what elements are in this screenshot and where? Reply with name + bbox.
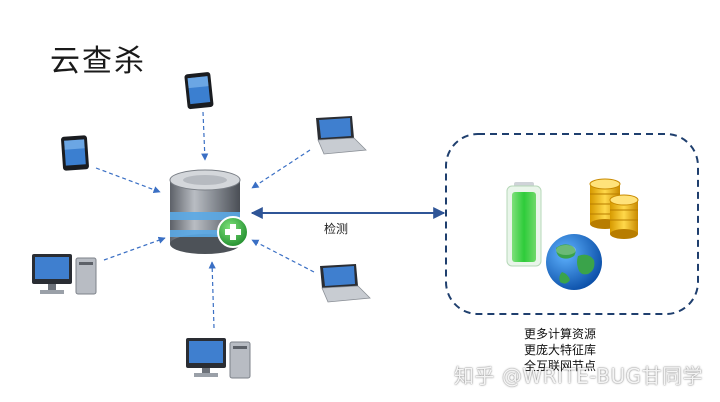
- tablet-icon: [61, 135, 89, 171]
- arrow-desktop-left: [103, 236, 166, 261]
- plus-icon: [217, 216, 249, 248]
- arrow-laptop-bottom: [251, 239, 315, 273]
- desktop-computer-icon: [32, 254, 97, 295]
- device-arrows: [95, 111, 315, 329]
- battery-icon: [506, 182, 542, 267]
- cloud-feature-item: 更多计算资源: [524, 327, 597, 341]
- arrow-laptop-top: [251, 149, 311, 189]
- arrow-tablet-top: [201, 111, 209, 161]
- laptop-icon: [320, 264, 371, 303]
- laptop-icon: [316, 116, 367, 155]
- cloud-feature-item: 更庞大特征库: [524, 343, 597, 357]
- detect-label: 检测: [324, 222, 349, 236]
- desktop-computer-icon: [186, 338, 251, 379]
- tablet-icon: [184, 72, 214, 110]
- gold-coins-icon: [589, 178, 639, 239]
- cloud-feature-item: 全互联网节点: [524, 359, 597, 373]
- arrow-tablet-left: [95, 167, 161, 194]
- watermark: 知乎 @WRITE-BUG甘同学: [454, 364, 704, 388]
- arrow-desktop-bottom: [208, 261, 216, 329]
- diagram-title: 云查杀: [50, 44, 146, 79]
- cloud-features-list: 更多计算资源 更庞大特征库 全互联网节点: [524, 326, 596, 374]
- cloud-resources-box: [445, 133, 699, 315]
- globe-icon: [546, 234, 602, 290]
